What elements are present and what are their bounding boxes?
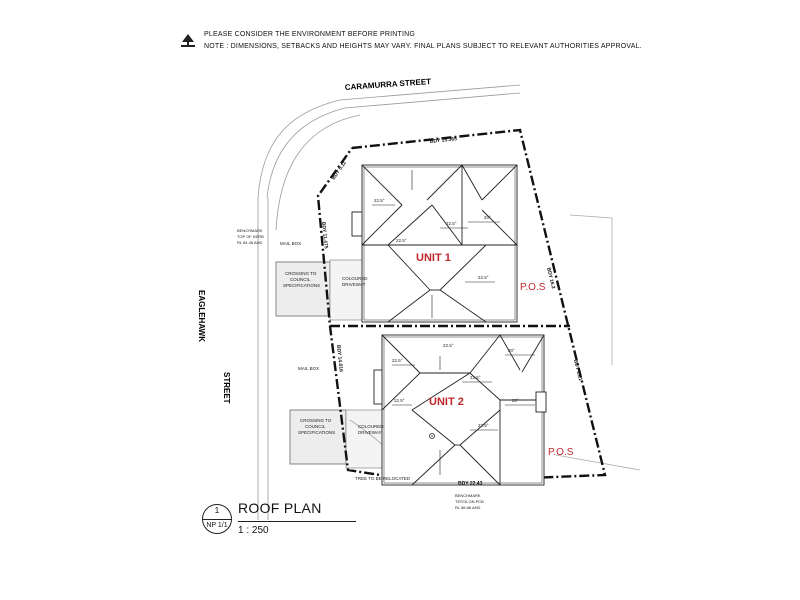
unit-1-label: UNIT 1 bbox=[416, 252, 451, 264]
pitch-u2-d: 22.5° bbox=[470, 375, 481, 380]
drawing-title: ROOF PLAN bbox=[238, 500, 322, 516]
tree-to-relocate-symbol bbox=[429, 433, 435, 439]
mailbox-1-label: MAIL BOX bbox=[280, 241, 301, 246]
title-underline bbox=[238, 521, 356, 522]
drawing-number: 1 bbox=[214, 506, 220, 515]
driveway-1-line2: DRIVEWAY bbox=[342, 282, 366, 287]
site-labels: BENCHMARK TOP OF KERB RL 84.48 AHD MAIL … bbox=[237, 228, 484, 510]
benchmark-1-line1: BENCHMARK bbox=[237, 228, 263, 233]
pitch-u2-b: 22.5° bbox=[443, 343, 454, 348]
pos-1-label: P.O.S bbox=[520, 282, 546, 293]
crossing-1-line1: CROSSING TO bbox=[285, 271, 317, 276]
bdy-east-upper-label: BDY 16.2 bbox=[545, 267, 556, 290]
environment-note: PLEASE CONSIDER THE ENVIRONMENT BEFORE P… bbox=[204, 31, 416, 38]
driveway-2-line1: COLOURED bbox=[358, 424, 384, 429]
crossing-2-line3: SPECIFICATIONS bbox=[298, 430, 335, 435]
drawing-scale: 1 : 250 bbox=[238, 525, 269, 536]
bdy-west-lower-label: BDY 14.016 bbox=[335, 345, 344, 373]
pitch-u1-e: 22.5° bbox=[478, 275, 489, 280]
eaglehawk-label: EAGLEHAWK bbox=[197, 290, 206, 342]
benchmark-1-line2: TOP OF KERB bbox=[237, 234, 264, 239]
drawing-number-divider bbox=[202, 519, 232, 520]
bdy-south-label: BDY 22.43 bbox=[458, 481, 483, 487]
pitch-u1-b: 22.5° bbox=[446, 221, 457, 226]
unit-2-label: UNIT 2 bbox=[429, 396, 464, 408]
mailbox-2-label: MAIL BOX bbox=[298, 366, 319, 371]
benchmark-2-line3: RL 86.88 AHD bbox=[455, 505, 481, 510]
crossing-2-line2: COUNCIL bbox=[305, 424, 326, 429]
disclaimer-note: NOTE : DIMENSIONS, SETBACKS AND HEIGHTS … bbox=[204, 43, 642, 50]
pos-2-label: P.O.S bbox=[548, 447, 574, 458]
unit-1-roof bbox=[351, 164, 518, 323]
pitch-u2-c: 20° bbox=[508, 348, 515, 353]
bdy-west-upper-label: BDY 11.475 bbox=[320, 222, 329, 250]
benchmark-1-line3: RL 84.48 AHD bbox=[237, 240, 263, 245]
unit-1-pitch-arrows bbox=[372, 170, 500, 318]
benchmark-2-line1: BENCHMARK bbox=[455, 493, 481, 498]
bdy-north-label: BDY 15.365 bbox=[430, 136, 458, 145]
pitch-u2-a: 22.5° bbox=[392, 358, 403, 363]
neighbour-outline bbox=[555, 214, 641, 471]
tree-note-label: TREE TO BE RELOCATED bbox=[355, 476, 411, 481]
bdy-northwest-label: BDY 5.11 bbox=[331, 160, 348, 181]
pitch-u2-f: 22.5° bbox=[478, 423, 489, 428]
pitch-u2-g: 22.5° bbox=[394, 398, 405, 403]
crossing-2-line1: CROSSING TO bbox=[300, 418, 332, 423]
tree-icon bbox=[181, 34, 195, 47]
pitch-u1-d: 22.5° bbox=[396, 238, 407, 243]
bdy-east-lower-label: BDY 13.1 bbox=[572, 359, 583, 382]
pitch-u1-a: 22.5° bbox=[374, 198, 385, 203]
unit-2-pitch-arrows bbox=[392, 354, 535, 475]
sheet-reference: NP 1/1 bbox=[206, 522, 228, 529]
pitch-u1-c: 20° bbox=[484, 215, 491, 220]
title-block: 1 NP 1/1 ROOF PLAN 1 : 250 bbox=[198, 500, 368, 550]
driveway-2-line2: DRIVEWAY bbox=[358, 430, 382, 435]
pitch-labels: 22.5° 22.5° 20° 22.5° 22.5° 22.5° 22.5° … bbox=[374, 198, 519, 428]
caramurra-street-label: CARAMURRA STREET bbox=[345, 77, 432, 92]
crossing-1-line2: COUNCIL bbox=[290, 277, 311, 282]
street-label: STREET bbox=[222, 372, 231, 404]
street-kerb-lines bbox=[257, 84, 521, 520]
pitch-u2-e: 20° bbox=[512, 398, 519, 403]
benchmark-2-line2: TESTA ON PCB bbox=[455, 499, 484, 504]
driveway-1-line1: COLOURED bbox=[342, 276, 368, 281]
unit-2-roof bbox=[373, 334, 547, 486]
crossing-1-line3: SPECIFICATIONS bbox=[283, 283, 320, 288]
